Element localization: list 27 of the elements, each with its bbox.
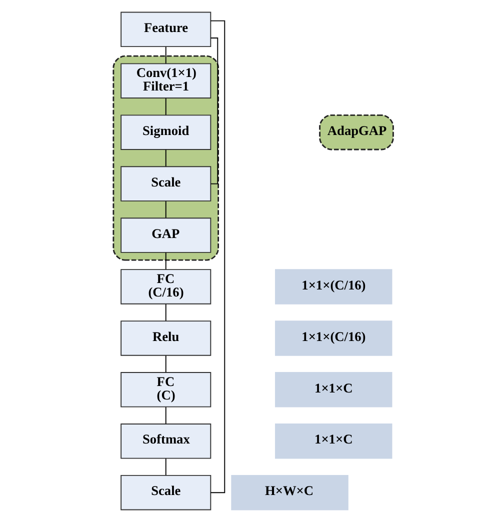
connector bbox=[165, 355, 166, 373]
node-box: FC (C/16) bbox=[120, 269, 212, 304]
connector bbox=[165, 304, 166, 322]
node-box: Feature bbox=[120, 12, 212, 48]
node-box: 1×1×(C/16) bbox=[275, 269, 392, 304]
connector bbox=[210, 37, 218, 184]
node-box: FC (C) bbox=[120, 372, 212, 408]
connector bbox=[165, 46, 166, 64]
node-box: Relu bbox=[120, 320, 212, 356]
connector bbox=[165, 406, 166, 424]
node-box: Scale bbox=[120, 166, 212, 202]
cluster bbox=[112, 55, 219, 261]
connector bbox=[165, 252, 166, 270]
connector bbox=[165, 149, 166, 167]
node-box: 1×1×C bbox=[275, 372, 392, 408]
node-box: 1×1×C bbox=[275, 424, 392, 459]
node-box: Scale bbox=[120, 474, 212, 510]
node-box: H×W×C bbox=[231, 474, 348, 510]
connector bbox=[165, 98, 166, 116]
node-box: Softmax bbox=[120, 424, 212, 459]
node-box: 1×1×(C/16) bbox=[275, 320, 392, 356]
connector bbox=[165, 200, 166, 218]
node-box: AdapGAP bbox=[319, 114, 394, 150]
node-box: Sigmoid bbox=[120, 114, 212, 150]
node-box: GAP bbox=[120, 218, 212, 253]
node-box: Conv(1×1) Filter=1 bbox=[120, 63, 212, 98]
connector bbox=[165, 458, 166, 476]
